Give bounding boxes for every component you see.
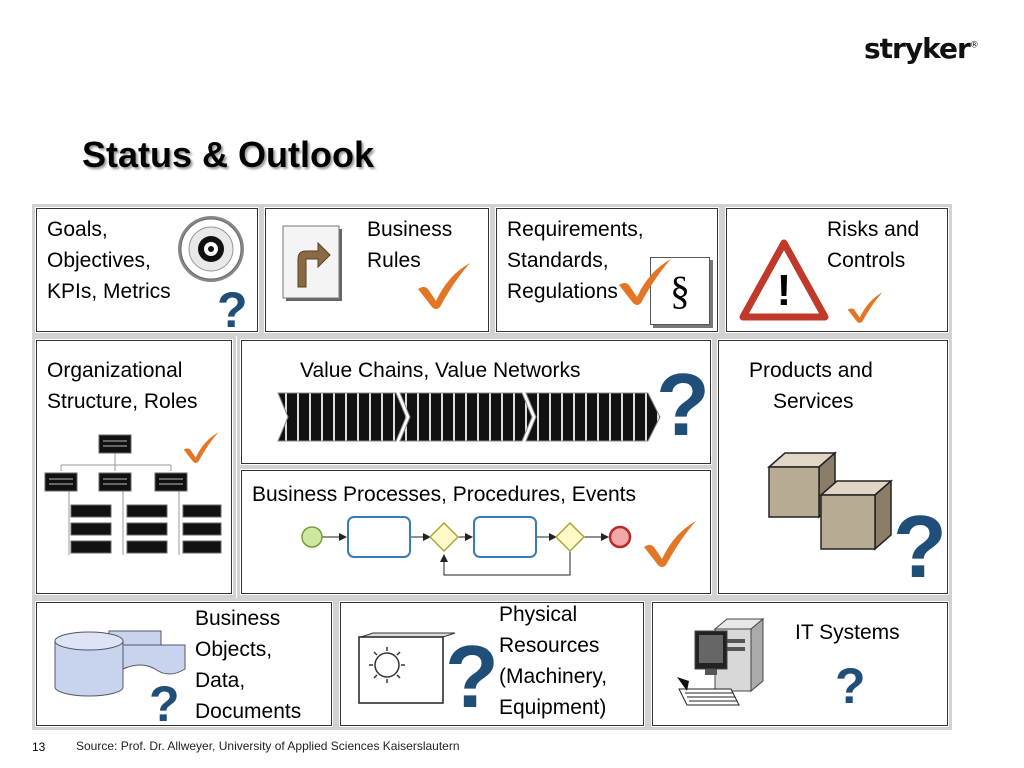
business-objects-line: Objects, [195,638,273,661]
physical-resources-line: Resources [499,634,600,657]
question-mark-icon: ? [893,497,947,596]
goals-line: KPIs, Metrics [47,280,171,303]
org-structure-line: Structure, Roles [47,390,198,413]
check-mark-icon [619,259,671,305]
page-title: Status & Outlook [82,134,375,175]
computer-icon [677,617,765,706]
warning-triangle-icon [739,239,829,321]
business-objects-line: Business [195,607,281,630]
source-note: Source: Prof. Dr. Allweyer, University o… [76,739,460,753]
business-objects-box: ? Business Objects, Data, Documents [36,602,332,732]
risks-line: Controls [827,249,906,272]
requirements-label: Requirements, Standards, Regulations [507,214,644,307]
value-chains-label: Value Chains, Value Networks [300,355,581,386]
business-processes-box: Business Processes, Procedures, Events [241,470,711,594]
physical-resources-label: Physical Resources (Machinery, Equipment… [499,599,607,723]
business-objects-line: Data, [195,669,246,692]
business-objects-label: Business Objects, Data, Documents [195,603,301,727]
goals-box: Goals, Objectives, KPIs, Metrics ? [36,208,258,338]
org-structure-line: Organizational [47,359,183,382]
requirements-line: Requirements, [507,218,644,241]
physical-resources-line: (Machinery, [499,665,608,688]
products-label: Products and Services [749,355,873,417]
it-systems-label: IT Systems [795,617,900,648]
goals-label: Goals, Objectives, KPIs, Metrics [47,214,171,307]
products-box: Products and Services ? [718,340,948,594]
risks-line: Risks and [827,218,920,241]
cubes-icon [767,451,893,551]
machine-gear-icon [358,632,456,704]
physical-resources-line: Equipment) [499,696,607,719]
check-mark-icon [183,432,219,463]
business-rules-line: Business [367,218,453,241]
business-processes-line: Business Processes, Procedures, Events [252,483,637,506]
stryker-logo: stryker® [864,32,979,65]
question-mark-icon: ? [835,658,866,714]
process-flow-icon [301,516,632,576]
business-rules-line: Rules [367,249,421,272]
physical-resources-box: ? Physical Resources (Machinery, Equipme… [340,602,644,726]
business-rules-label: Business Rules [367,214,452,276]
goals-line: Goals, [47,218,108,241]
org-structure-box: Organizational Structure, Roles [36,340,232,594]
requirements-line: Standards, [507,249,609,272]
warning-symbol: ! [776,266,792,315]
goals-line: Objectives, [47,249,151,272]
requirements-line: Regulations [507,280,618,303]
question-mark-icon: ? [217,282,248,338]
check-mark-icon [644,521,696,567]
question-mark-icon: ? [149,676,180,732]
org-chart-icon [44,434,222,555]
data-store-icon [54,630,186,697]
section-sign-symbol: § [670,268,690,313]
value-chains-box: Value Chains, Value Networks ? [241,340,711,464]
business-rules-box: Business Rules [265,208,489,332]
business-objects-line: Documents [195,700,302,723]
risks-box: ! Risks and Controls [726,208,948,332]
physical-resources-line: Physical [499,603,578,626]
value-chain-icon [277,392,661,442]
check-mark-icon [847,292,883,323]
registered-mark: ® [969,40,979,51]
question-mark-icon: ? [445,627,499,726]
page-number: 13 [32,740,46,754]
requirements-box: Requirements, Standards, Regulations § [496,208,718,332]
check-mark-icon [418,263,470,309]
business-processes-label: Business Processes, Procedures, Events [252,479,636,510]
logo-text: stryker [864,32,971,65]
org-structure-label: Organizational Structure, Roles [47,355,198,417]
risks-label: Risks and Controls [827,214,919,276]
it-systems-line: IT Systems [795,621,900,644]
products-line: Services [773,390,854,413]
products-line: Products and [749,359,873,382]
value-chains-line: Value Chains, Value Networks [300,359,581,382]
target-icon [178,216,244,282]
section-sign-icon: § [650,257,710,325]
question-mark-icon: ? [656,355,710,454]
turn-right-arrow-icon [282,225,342,301]
it-systems-box: IT Systems ? [652,602,948,726]
